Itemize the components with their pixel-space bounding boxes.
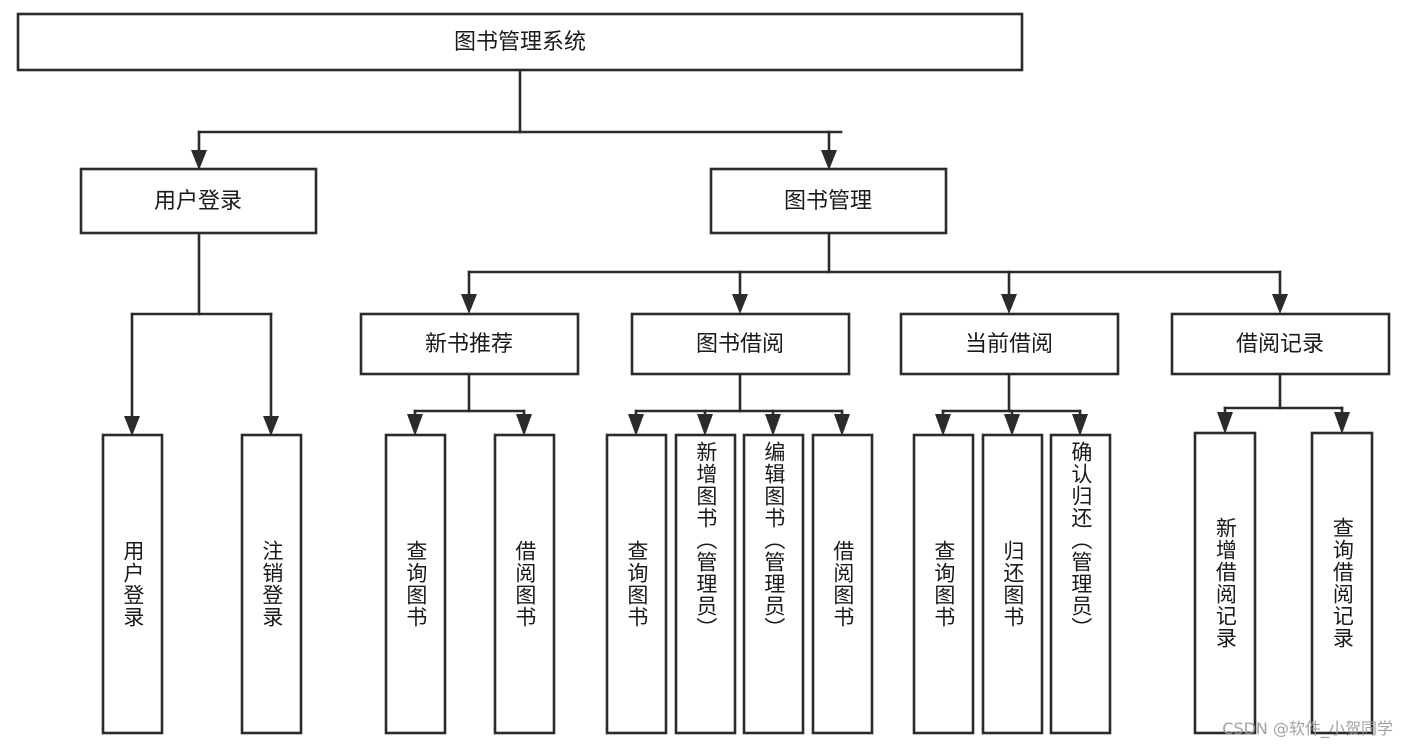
node-user-login[interactable]	[79, 167, 318, 235]
node-root-book-management-system[interactable]	[16, 12, 1024, 72]
label-book-management: 图书管理	[784, 189, 872, 214]
node-borrow-record[interactable]	[1170, 312, 1391, 376]
node-book-borrow[interactable]	[630, 312, 851, 376]
connector-group-new-book-to-leaves	[407, 371, 532, 436]
arrowhead-new-book	[461, 294, 477, 314]
label-borrow-record: 借阅记录	[1236, 332, 1324, 357]
arrowhead-borrow-record	[1272, 294, 1288, 314]
node-leaf-user-login-1[interactable]	[240, 433, 303, 735]
arrowhead-user-login	[191, 150, 207, 170]
node-leaf-user-login-0[interactable]	[101, 433, 164, 735]
arrowhead-book-borrow	[732, 294, 748, 314]
node-leaf-current-borrow-1[interactable]	[981, 433, 1044, 735]
node-current-borrow[interactable]	[899, 312, 1120, 376]
node-leaf-current-borrow-0[interactable]	[912, 433, 975, 735]
arrowhead-book-mgmt	[821, 150, 837, 170]
node-book-management[interactable]	[709, 167, 948, 235]
node-leaf-current-borrow-2[interactable]	[1049, 433, 1112, 735]
arrowhead-current-borrow	[1001, 294, 1017, 314]
connector-group-root-to-level2	[191, 68, 843, 170]
arrowhead-book-borrow-child-2	[697, 414, 713, 436]
node-leaf-new-book-1[interactable]	[493, 433, 556, 735]
label-user-login: 用户登录	[154, 189, 242, 214]
connector-group-current-borrow-to-leaves	[935, 371, 1088, 436]
label-new-book-recommend: 新书推荐	[425, 332, 513, 357]
node-leaf-borrow-record-1[interactable]	[1310, 431, 1374, 735]
arrowhead-book-borrow-child-4	[834, 414, 850, 436]
arrowhead-new-book-child-1	[407, 414, 423, 436]
connector-group-borrow-record-to-leaves	[1217, 371, 1350, 434]
node-leaf-borrow-record-0[interactable]	[1193, 431, 1257, 735]
node-leaf-book-borrow-3[interactable]	[811, 433, 874, 735]
arrowhead-current-borrow-child-1	[935, 414, 951, 436]
connector-group-book-borrow-to-leaves	[628, 371, 850, 436]
node-new-book-recommend[interactable]	[359, 312, 580, 376]
arrowhead-user-login-child-2	[263, 416, 279, 436]
node-leaf-book-borrow-0[interactable]	[605, 433, 668, 735]
node-leaf-book-borrow-2[interactable]	[742, 433, 805, 735]
node-leaf-new-book-0[interactable]	[384, 433, 447, 735]
connector-group-book-mgmt-to-level3	[461, 231, 1288, 314]
label-root: 图书管理系统	[454, 30, 586, 55]
arrowhead-current-borrow-child-3	[1072, 414, 1088, 436]
arrowhead-current-borrow-child-2	[1004, 414, 1020, 436]
arrowhead-user-login-child-1	[124, 416, 140, 436]
label-book-borrow: 图书借阅	[696, 332, 784, 357]
arrowhead-borrow-record-child-1	[1217, 412, 1233, 434]
connector-group-user-login-to-leaves	[124, 231, 279, 436]
node-leaf-book-borrow-1[interactable]	[674, 433, 737, 735]
csdn-watermark: CSDN @软件_小贺同学	[1222, 719, 1393, 738]
label-current-borrow: 当前借阅	[965, 332, 1053, 357]
arrowhead-borrow-record-child-2	[1334, 412, 1350, 434]
arrowhead-book-borrow-child-3	[765, 414, 781, 436]
arrowhead-new-book-child-2	[516, 414, 532, 436]
arrowhead-book-borrow-child-1	[628, 414, 644, 436]
